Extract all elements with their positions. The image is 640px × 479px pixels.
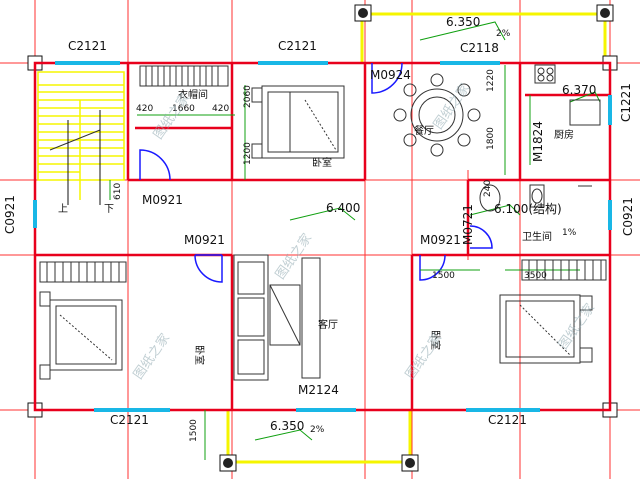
stair-down-label: 下: [104, 204, 114, 215]
bath-fixtures: [479, 184, 592, 212]
kitchen-fixtures: [534, 64, 601, 126]
watermark-6: 图纸之家: [555, 301, 598, 353]
room-kitchen: 厨房: [554, 128, 574, 141]
window-label-bottom-left: C2121: [110, 413, 149, 427]
window-label-right-side-upper: C1221: [619, 83, 633, 122]
balcony-bottom: [219, 410, 419, 472]
dim-1200a: 1200: [243, 142, 253, 165]
window-label-left-side: C0921: [3, 195, 17, 234]
level-main: 6.400: [326, 201, 360, 215]
watermark-1: 图纸之家: [150, 91, 193, 143]
dim-420a: 420: [136, 104, 153, 114]
bed-left: [39, 261, 127, 380]
dim-1500a: 1500: [432, 271, 455, 281]
dimension-lines: [109, 21, 601, 460]
watermark-4: 图纸之家: [130, 331, 173, 383]
window-label-top-right: C2118: [460, 41, 499, 55]
stair-up-label: 上: [58, 203, 68, 215]
room-bed-right: 卧室: [429, 330, 442, 350]
dim-1660: 1660: [172, 104, 195, 114]
door-label-bed-left: M0921: [184, 233, 225, 247]
watermark-3: 图纸之家: [272, 231, 315, 283]
dim-3500: 3500: [524, 271, 547, 281]
stair-arrows: [67, 110, 101, 205]
dim-1800: 1800: [486, 127, 496, 150]
room-living: 客厅: [318, 318, 338, 331]
door-label-kitchen: M1824: [531, 121, 545, 162]
dim-1220: 1220: [486, 69, 496, 92]
bed-top: [251, 85, 345, 159]
doors: [139, 62, 493, 283]
windows: [33, 61, 612, 412]
balcony-top: [354, 4, 614, 63]
dim-2060: 2060: [243, 85, 253, 108]
door-label-living: M2124: [298, 383, 339, 397]
slope-bath: 1%: [562, 228, 577, 238]
slope-top: 2%: [496, 29, 511, 39]
bed-right: [499, 259, 607, 364]
watermark-2: 图纸之家: [430, 81, 473, 133]
window-label-right-side-lower: C0921: [621, 197, 635, 236]
level-balcony-bottom: 6.350: [270, 419, 304, 433]
room-dining: 餐厅: [414, 124, 434, 137]
dim-420b: 420: [212, 104, 229, 114]
window-label-top-mid: C2121: [278, 39, 317, 53]
door-label-bath: M0721: [461, 204, 475, 245]
room-bed-left: 卧室: [193, 345, 206, 365]
level-bath: 6.100(结构): [494, 201, 562, 216]
dim-240: 240: [483, 180, 493, 197]
window-label-top-left: C2121: [68, 39, 107, 53]
room-bath: 卫生间: [522, 230, 552, 243]
door-label-bed-right: M0921: [420, 233, 461, 247]
door-label-stair: M0921: [142, 193, 183, 207]
dim-1500b: 1500: [189, 419, 199, 442]
room-wardrobe: 衣帽间: [178, 88, 208, 101]
slope-bottom: 2%: [310, 425, 325, 435]
wardrobe-rack: [139, 65, 229, 87]
door-label-dining: M0924: [370, 68, 411, 82]
level-kitchen: 6.370: [562, 83, 596, 97]
window-label-bottom-right: C2121: [488, 413, 527, 427]
watermark-5: 图纸之家: [402, 331, 445, 383]
dim-610: 610: [113, 183, 123, 200]
room-bedroom-top: 卧室: [312, 156, 332, 169]
living-furniture: [233, 254, 321, 381]
level-balcony-top: 6.350: [446, 15, 480, 29]
staircase: [37, 71, 125, 200]
dining-table: [393, 73, 481, 157]
